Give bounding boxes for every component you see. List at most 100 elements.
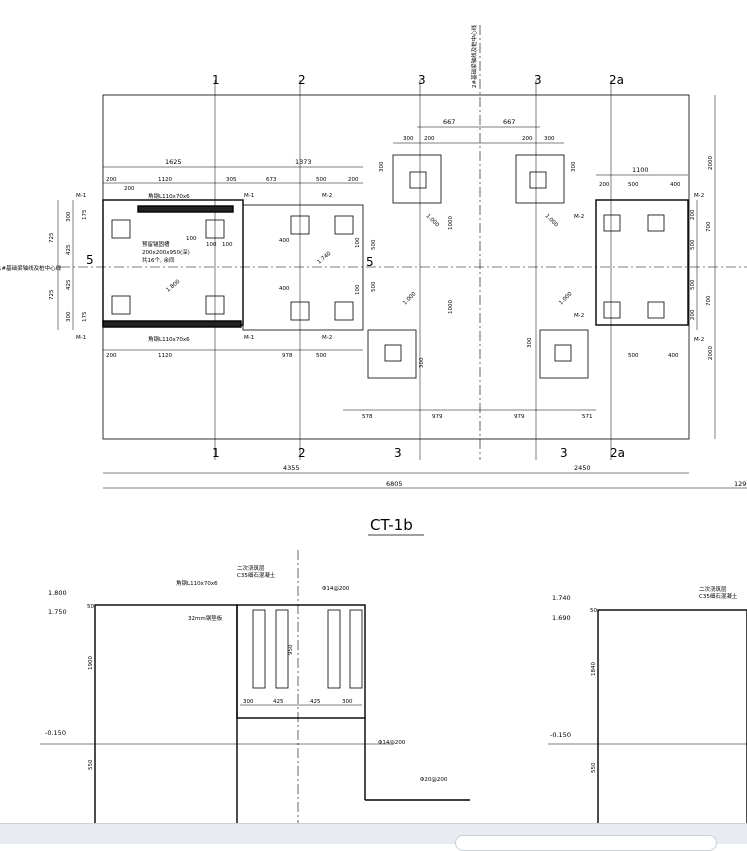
dim-bottom-10: 400 xyxy=(668,353,679,359)
axis-label-bottom-2: 2 xyxy=(298,446,306,460)
pedestal-note-1: 预留锚固槽 xyxy=(142,240,170,248)
dim-mid-500-b: 500 xyxy=(371,281,377,292)
sl-elev-second: 1.750 xyxy=(48,608,67,616)
section-left-body xyxy=(94,604,238,826)
sr-elev-second: 1.690 xyxy=(552,614,571,622)
steel-label-bottom: 角钢L110x70x6 xyxy=(148,335,190,343)
mark-m2-a: M-2 xyxy=(322,193,332,199)
section-left-pedestal xyxy=(236,604,366,719)
dim-mid-300-c: 300 xyxy=(419,357,425,368)
left-axis-note: 1#基础梁轴线及桩中心线 xyxy=(0,264,62,272)
slope-label-1800: 1.800 xyxy=(165,278,181,293)
dim-mid-1000-a: 1000 xyxy=(448,216,454,230)
plan-title: CT-1b xyxy=(370,516,413,534)
axis-label-bottom-1: 1 xyxy=(212,446,220,460)
search-box[interactable] xyxy=(455,835,717,851)
dim-right-2000-b: 2000 xyxy=(708,346,714,360)
dim-bottom-6: 979 xyxy=(432,414,443,420)
dim-total-2450: 2450 xyxy=(574,464,591,472)
sl-dim-425-b: 425 xyxy=(310,699,321,705)
mark-m1-d: M-1 xyxy=(244,335,254,341)
dim-bottom-4: 500 xyxy=(316,353,327,359)
dim-top-sub-9: 200 xyxy=(522,136,533,142)
dim-top-sub-3: 305 xyxy=(226,177,237,183)
dim-left-300-b: 300 xyxy=(66,311,72,322)
sl-rebar-mid: Φ14@200 xyxy=(378,740,406,746)
dimension-lines xyxy=(57,95,747,489)
dim-top-sub-1: 200 xyxy=(106,177,117,183)
pile-squares-right xyxy=(603,214,665,319)
dim-bottom-1: 200 xyxy=(106,353,117,359)
mark-m2-b: M-2 xyxy=(322,335,332,341)
pedestal-note-2: 200x200x950(深) xyxy=(142,248,190,256)
dim-left-725-b: 725 xyxy=(49,289,55,300)
pile-cap-bl xyxy=(367,329,417,379)
axis-label-bottom-3: 3 xyxy=(394,446,402,460)
dim-mid-400-b: 400 xyxy=(279,286,290,292)
dim-mid-300-d: 300 xyxy=(527,337,533,348)
dim-left-300-a: 300 xyxy=(66,211,72,222)
dim-top-sub-13: 400 xyxy=(670,182,681,188)
pile-cap-br xyxy=(539,329,589,379)
axis-label-bottom-3b: 3 xyxy=(560,446,568,460)
steel-label-top: 角钢L110x70x6 xyxy=(148,192,190,200)
dim-mid-100-a: 100 xyxy=(355,237,361,248)
axis-label-top-2: 2 xyxy=(298,73,306,87)
sr-dim-1840: 1840 xyxy=(591,662,597,676)
pile-cap-right xyxy=(595,199,689,326)
dim-667-b: 667 xyxy=(503,118,515,126)
steel-angle-bottom xyxy=(102,320,242,328)
slope-label-1000-b: 1.000 xyxy=(544,213,560,229)
slope-label-1000-d: 1.000 xyxy=(558,291,574,307)
ped-dim-2: 100 xyxy=(206,242,217,248)
axis-label-top-3: 3 xyxy=(418,73,426,87)
dim-mid-1000-b: 1000 xyxy=(448,300,454,314)
dim-667-a: 667 xyxy=(443,118,455,126)
dim-mid-300-b: 300 xyxy=(571,161,577,172)
dim-mid-500-a: 500 xyxy=(371,239,377,250)
dim-right-500-b: 500 xyxy=(690,279,696,290)
vertical-axis-note: 2#基础梁轴线及桩中心线 xyxy=(470,24,478,88)
dim-left-175-a: 175 xyxy=(82,209,88,220)
section-right: 1.740 1.690 -0.150 二次浇筑层 C35细石混凝土 1840 5… xyxy=(548,585,747,826)
dim-top-sub-7: 300 xyxy=(403,136,414,142)
dim-1373: 1373 xyxy=(295,158,312,166)
anchor-slots xyxy=(252,609,363,689)
pile-squares-left xyxy=(111,215,354,321)
dim-bottom-2: 1120 xyxy=(158,353,172,359)
dim-left-175-b: 175 xyxy=(82,311,88,322)
dim-top-sub-2: 1120 xyxy=(158,177,172,183)
sl-dim-50: 50 xyxy=(87,604,94,610)
ped-dim-3: 100 xyxy=(222,242,233,248)
dim-right-200-b: 200 xyxy=(690,309,696,320)
sl-dim-1900: 1900 xyxy=(88,656,94,670)
dim-1100: 1100 xyxy=(632,166,649,174)
pile-cap-tl xyxy=(392,154,442,204)
sr-concrete-2: C35细石混凝土 xyxy=(699,592,738,600)
dim-bottom-5: 578 xyxy=(362,414,373,420)
dim-mid-300-a: 300 xyxy=(379,161,385,172)
axis-label-top-3b: 3 xyxy=(534,73,542,87)
dim-top-sub-4: 673 xyxy=(266,177,277,183)
slope-label-1740: 1.740 xyxy=(316,250,332,265)
slope-label-1000-c: 1.000 xyxy=(402,291,418,307)
sl-rebar-bottom: Φ20@200 xyxy=(420,777,448,783)
sl-dim-300-b: 300 xyxy=(342,699,353,705)
dim-bottom-8: 571 xyxy=(582,414,593,420)
axis-label-row: 5 xyxy=(86,253,94,267)
sr-elev-low: -0.150 xyxy=(550,731,571,739)
dim-left-425-b: 425 xyxy=(66,279,72,290)
axis-label-row-mid: 5 xyxy=(366,255,374,269)
sl-concrete-1: 二次浇筑层 xyxy=(237,564,265,572)
dim-top-sub-8: 200 xyxy=(424,136,435,142)
dim-small-200: 200 xyxy=(124,186,135,192)
dim-1625: 1625 xyxy=(165,158,182,166)
dim-right-500-a: 500 xyxy=(690,239,696,250)
sl-elev-top: 1.800 xyxy=(48,589,67,597)
sr-elev-top: 1.740 xyxy=(552,594,571,602)
dim-top-sub-6: 200 xyxy=(348,177,359,183)
sr-dim-50: 50 xyxy=(590,608,597,614)
axis-label-top-1: 1 xyxy=(212,73,220,87)
dim-bottom-3: 978 xyxy=(282,353,293,359)
